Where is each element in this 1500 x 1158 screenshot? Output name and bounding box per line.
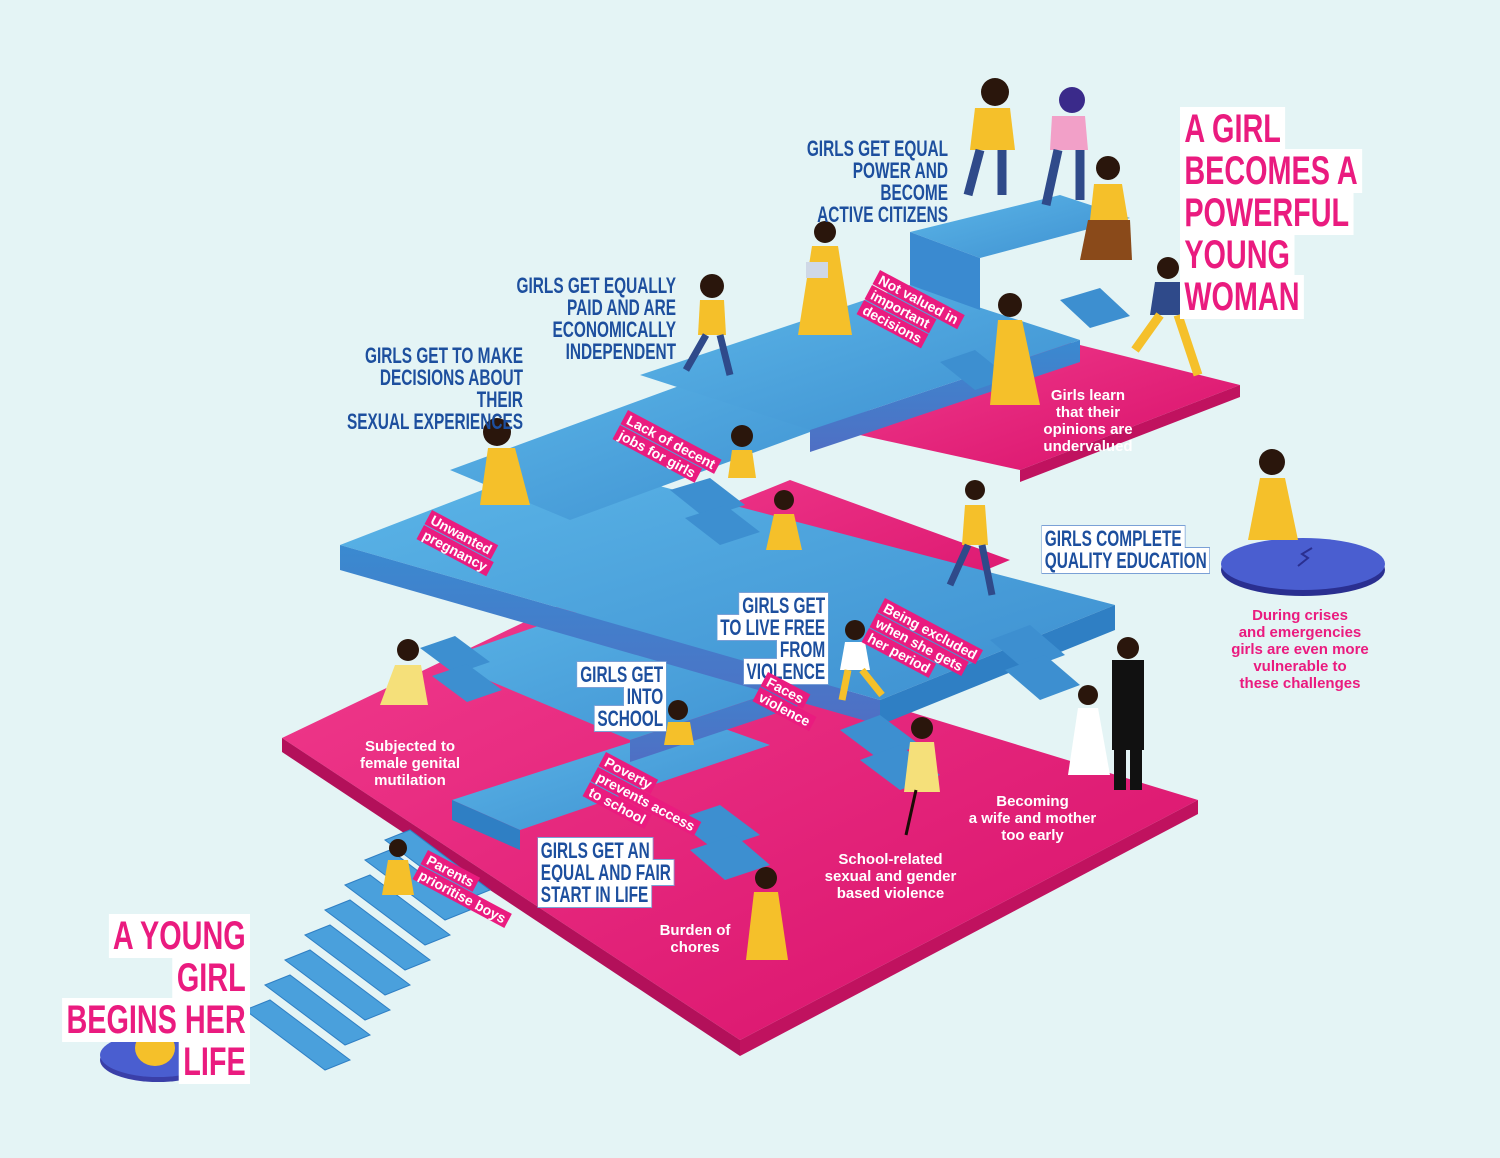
crisis-note: During crises and emergencies girls are … bbox=[1231, 607, 1369, 692]
crisis-platform bbox=[1221, 538, 1385, 596]
figure-dancing-girl bbox=[766, 490, 802, 550]
milestone-into-school: GIRLS GET INTO SCHOOL bbox=[554, 661, 667, 732]
figure-walking-girl-mid bbox=[728, 425, 756, 478]
challenge-burden-of-chores: Burden of chores bbox=[659, 922, 731, 956]
figure-chores-girl bbox=[746, 867, 788, 960]
staircase-left bbox=[420, 636, 502, 702]
staircase-mid bbox=[670, 288, 1130, 880]
milestone-equal-start: GIRLS GET AN EQUAL AND FAIR START IN LIF… bbox=[537, 837, 675, 908]
figure-celebrating-women bbox=[963, 78, 1203, 377]
pink-floor-upper bbox=[860, 340, 1240, 482]
figure-crisis-girl bbox=[1248, 449, 1298, 540]
figure-standing-woman bbox=[990, 293, 1040, 405]
milestone-free-from-violence: GIRLS GET TO LIVE FREE FROM VIOLENCE bbox=[710, 592, 829, 685]
milestone-sexual-decisions: GIRLS GET TO MAKE DECISIONS ABOUT THEIR … bbox=[346, 343, 523, 434]
figure-bride bbox=[1068, 685, 1110, 775]
figure-running-girl bbox=[946, 480, 996, 596]
challenge-wife-mother: Becoming a wife and mother too early bbox=[968, 793, 1097, 844]
headline-powerful-young-woman: A GIRL BECOMES A POWERFUL YOUNG WOMAN bbox=[1180, 107, 1410, 319]
milestone-equally-paid: GIRLS GET EQUALLY PAID AND ARE ECONOMICA… bbox=[516, 273, 676, 364]
milestone-quality-education: GIRLS COMPLETE QUALITY EDUCATION bbox=[1041, 525, 1211, 574]
milestone-equal-power: GIRLS GET EQUAL POWER AND BECOME ACTIVE … bbox=[806, 136, 948, 227]
figure-cane-girl bbox=[904, 717, 940, 836]
walkway-level-5 bbox=[910, 195, 1130, 310]
figure-sitting-girl bbox=[480, 418, 530, 505]
headline-young-girl-begins: A YOUNG GIRL BEGINS HER LIFE bbox=[41, 914, 250, 1084]
figure-jumping-girl bbox=[682, 274, 734, 376]
figure-sad-girl-fgm bbox=[380, 639, 428, 705]
figure-laptop-woman bbox=[798, 221, 852, 335]
challenge-opinions-undervalued: Girls learn that their opinions are unde… bbox=[1043, 387, 1133, 455]
figure-groom bbox=[1112, 637, 1144, 790]
challenge-school-violence: School-related sexual and gender based v… bbox=[824, 851, 957, 902]
figure-climbing-girl bbox=[838, 620, 885, 701]
figure-school-girl bbox=[664, 700, 694, 745]
challenge-fgm: Subjected to female genital mutilation bbox=[359, 738, 461, 789]
figure-stairs-girl bbox=[382, 839, 414, 895]
